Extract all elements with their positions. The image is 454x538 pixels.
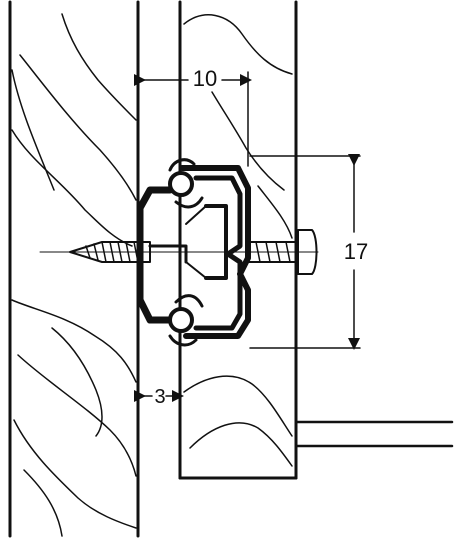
slide-rail (136, 158, 251, 347)
dimension-gap: 3 (134, 386, 184, 408)
bearing-ball-top (168, 171, 194, 197)
dimension-gap-label: 3 (154, 386, 165, 408)
drawer-bottom (294, 420, 454, 448)
dimension-top-label: 10 (193, 66, 217, 91)
cabinet-side-panel (8, 0, 140, 538)
dimension-height-label: 17 (344, 239, 368, 264)
dimension-height: 17 (249, 154, 368, 350)
bearing-ball-bottom (168, 307, 194, 333)
dimension-top: 10 (134, 66, 252, 167)
